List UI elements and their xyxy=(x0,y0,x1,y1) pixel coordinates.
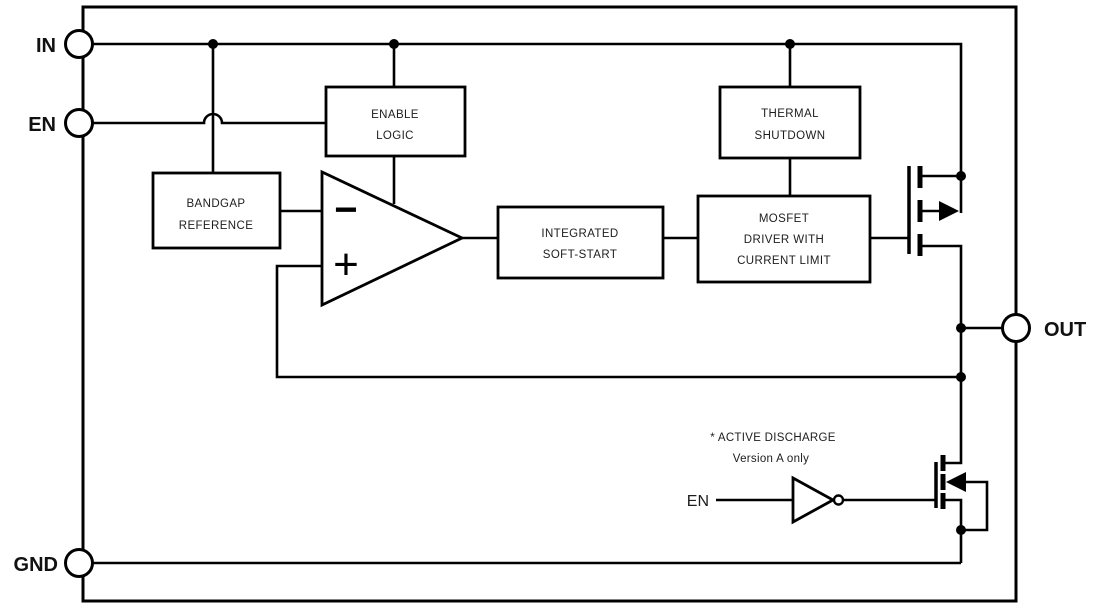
mosfet-driver-label-2: DRIVER WITH xyxy=(744,234,824,246)
inverter-bubble xyxy=(832,494,845,506)
soft-start-label-1: INTEGRATED xyxy=(541,228,618,240)
pass-mosfet xyxy=(907,166,959,256)
discharge-inverter xyxy=(791,475,845,525)
soft-start-rect xyxy=(496,205,665,280)
bandgap-label-1: BANDGAP xyxy=(186,198,245,210)
error-amplifier-triangle xyxy=(320,169,466,308)
version-note: Version A only xyxy=(733,453,809,465)
out-pin xyxy=(1001,313,1031,343)
wire-in-rail xyxy=(93,42,963,213)
pass-body-diode xyxy=(939,201,959,221)
inverting-input-symbol: − xyxy=(334,188,357,232)
thermal-label-2: SHUTDOWN xyxy=(755,130,826,142)
wire-discharge-source xyxy=(945,498,963,563)
integrated-soft-start-block: INTEGRATED SOFT-START xyxy=(496,205,665,280)
device-boundary xyxy=(81,5,1018,603)
enable-logic-block: ENABLE LOGIC xyxy=(324,85,467,158)
error-amplifier: − + xyxy=(320,169,466,308)
mosfet-driver-rect xyxy=(696,194,872,284)
mosfet-driver-block: MOSFET DRIVER WITH CURRENT LIMIT xyxy=(696,194,872,284)
junction-dot xyxy=(956,525,966,535)
gnd-pin-label: GND xyxy=(14,554,58,576)
noninverting-input-symbol: + xyxy=(333,240,359,289)
thermal-shutdown-block: THERMAL SHUTDOWN xyxy=(718,85,862,160)
gnd-pin xyxy=(64,548,94,578)
discharge-en-label: EN xyxy=(687,493,709,510)
enable-logic-label-1: ENABLE xyxy=(371,109,419,121)
en-pin-label: EN xyxy=(28,114,56,136)
bandgap-reference-rect xyxy=(151,171,282,250)
junction-dot xyxy=(208,39,218,49)
bandgap-label-2: REFERENCE xyxy=(179,220,254,232)
active-discharge-note: * ACTIVE DISCHARGE xyxy=(710,432,836,444)
in-pin xyxy=(64,29,94,59)
junction-dot xyxy=(956,323,966,333)
thermal-shutdown-rect xyxy=(718,85,862,160)
bandgap-reference-block: BANDGAP REFERENCE xyxy=(151,171,282,250)
soft-start-label-2: SOFT-START xyxy=(543,249,618,261)
junction-dot xyxy=(389,39,399,49)
mosfet-driver-label-3: CURRENT LIMIT xyxy=(737,255,831,267)
wire-en-rail xyxy=(93,112,326,125)
en-pin xyxy=(64,108,94,138)
enable-logic-label-2: LOGIC xyxy=(376,130,414,142)
junction-dot xyxy=(956,372,966,382)
mosfet-driver-label-1: MOSFET xyxy=(759,213,809,225)
junction-dot xyxy=(785,39,795,49)
thermal-label-1: THERMAL xyxy=(761,108,819,120)
inverter-triangle xyxy=(791,475,836,525)
enable-logic-rect xyxy=(324,85,467,158)
out-pin-label: OUT xyxy=(1044,319,1086,341)
discharge-mosfet xyxy=(934,455,966,509)
wire-out-node-rail xyxy=(921,244,963,465)
junction-dot xyxy=(956,171,966,181)
discharge-body-arrow xyxy=(946,472,966,492)
wire-feedback xyxy=(275,264,961,379)
wire-discharge-body-loop xyxy=(961,480,989,532)
in-pin-label: IN xyxy=(36,35,56,57)
